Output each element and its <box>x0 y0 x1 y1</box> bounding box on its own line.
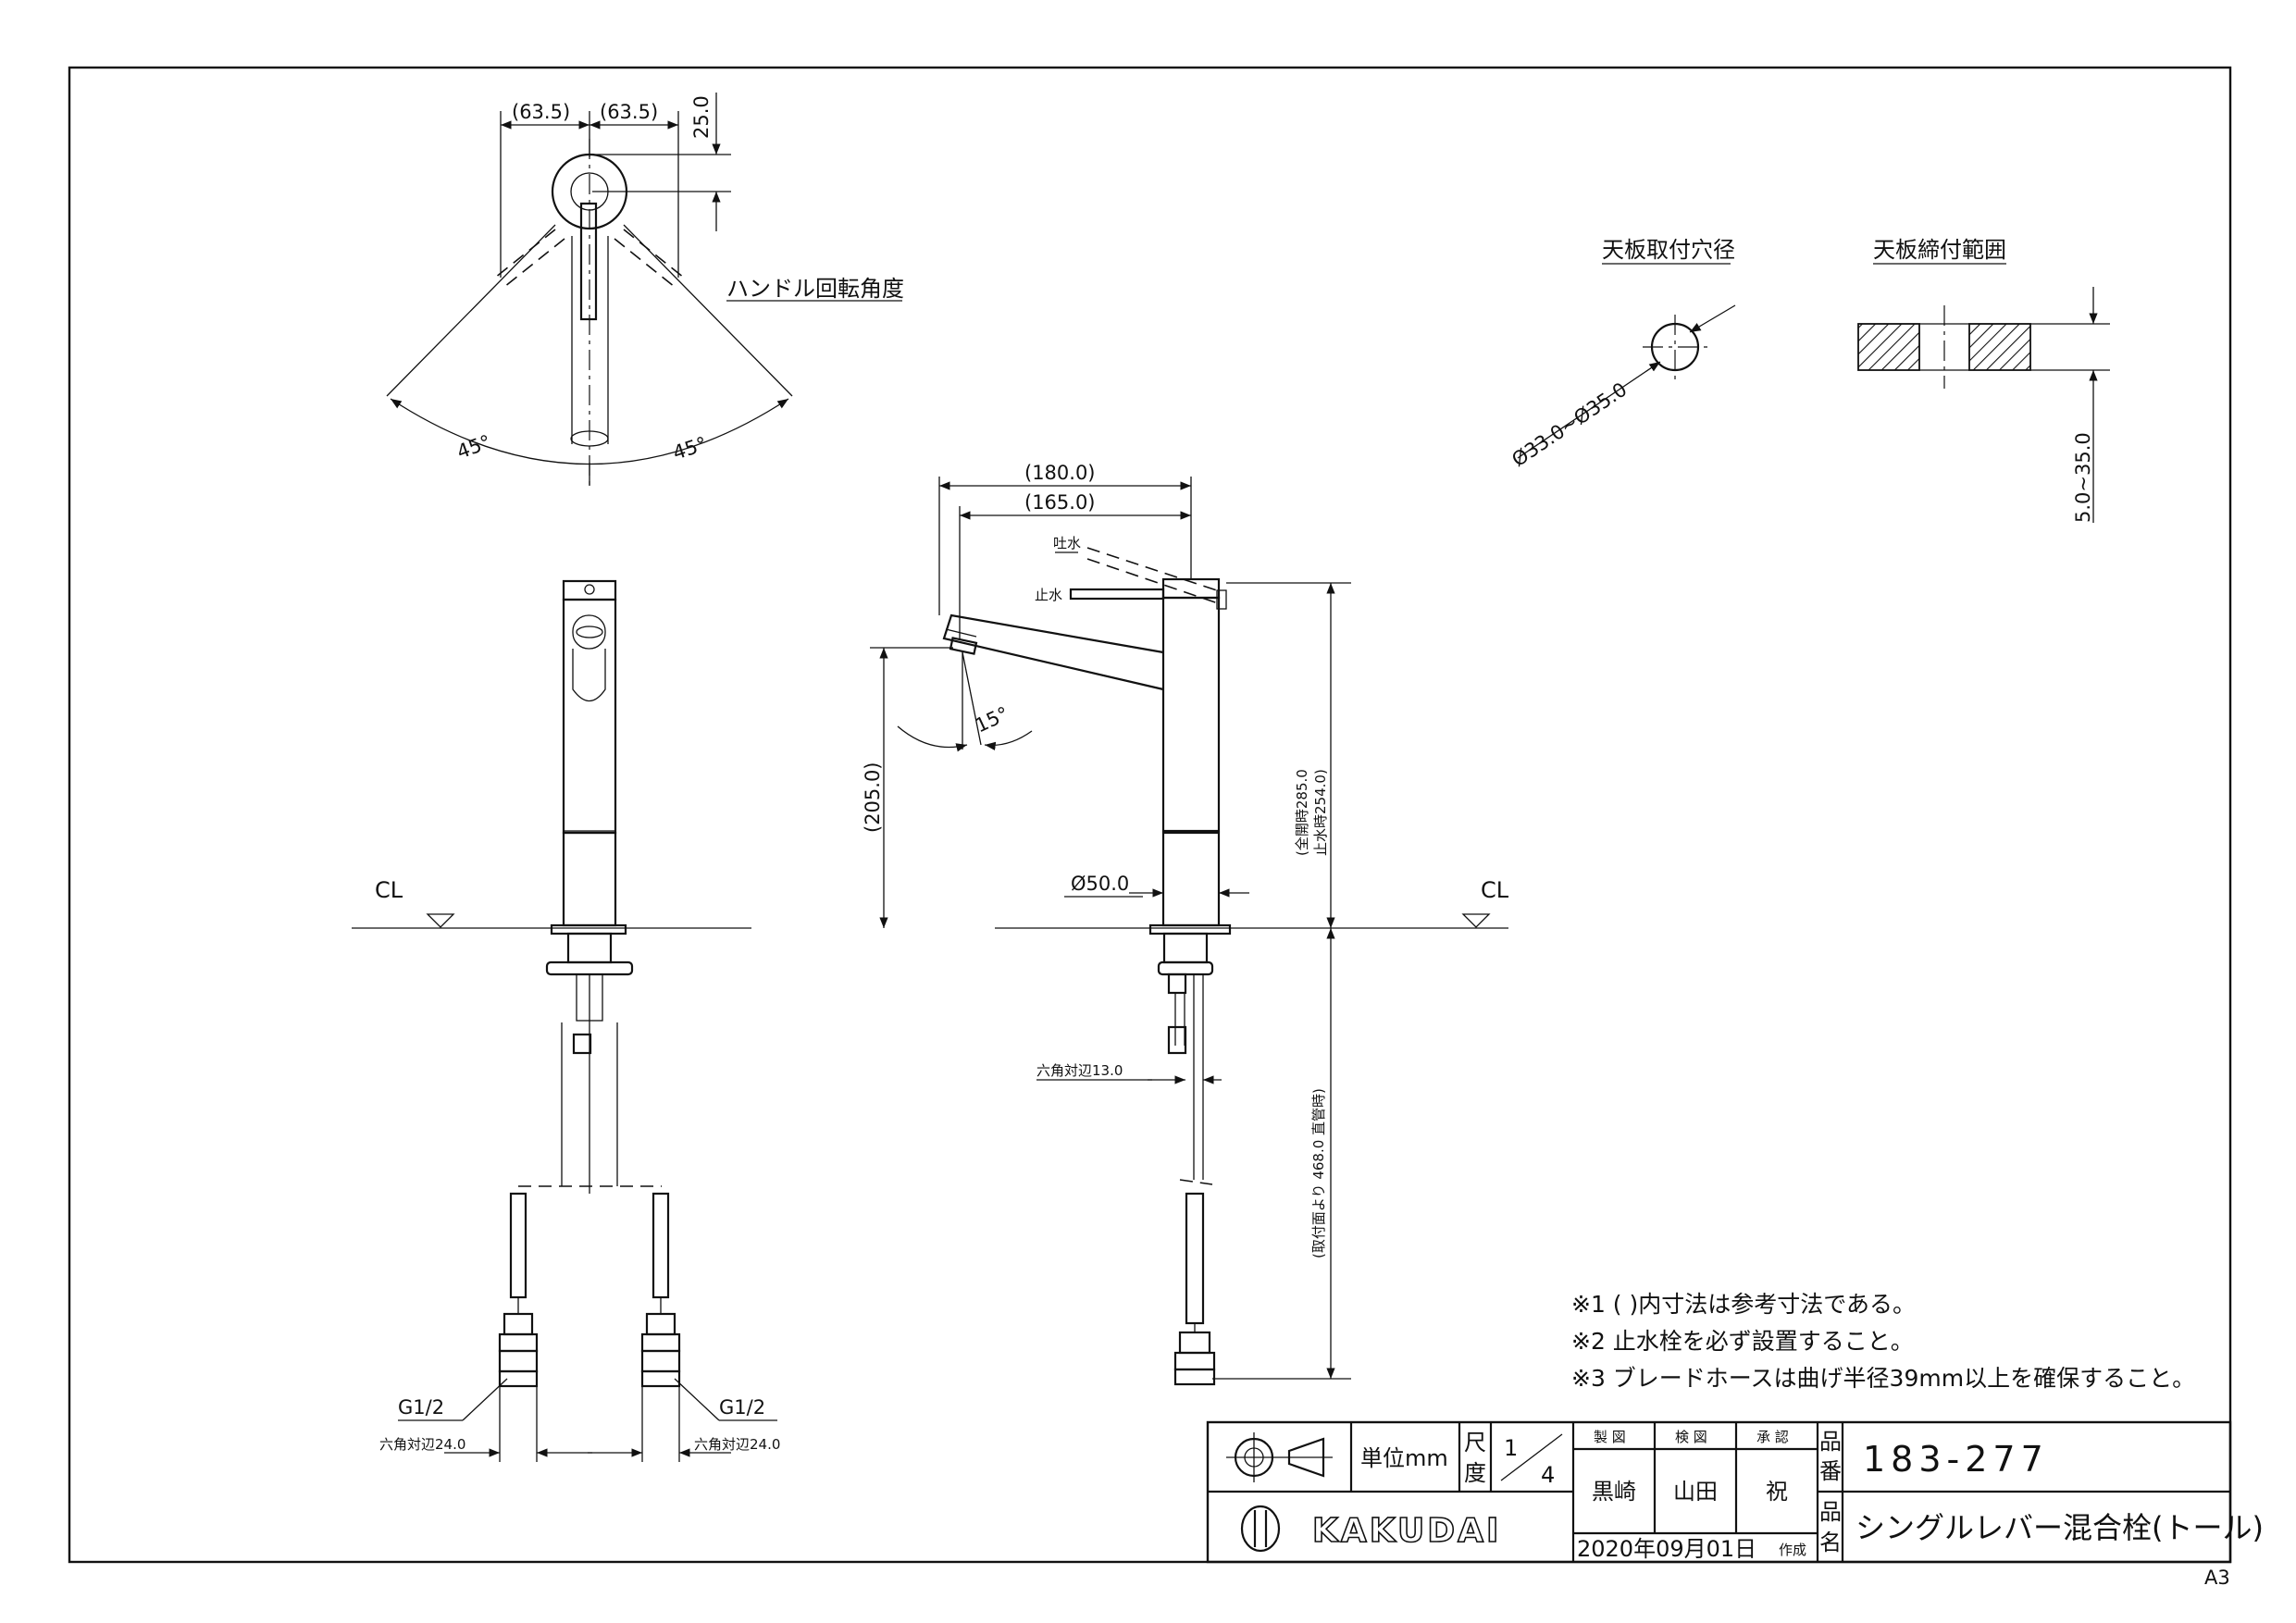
top-view: (63.5) (63.5) 25.0 ハンドル回転角度 45° 45° <box>386 93 904 486</box>
product-label-a: 品 <box>1819 1499 1842 1525</box>
title-block: 単位mm 尺 度 1 4 製 図 検 図 承 認 黒崎 山田 祝 2020年09… <box>1206 1420 2264 1564</box>
spout-angle-label: 15° <box>972 702 1012 737</box>
scale-num: 1 <box>1504 1435 1518 1461</box>
name-approved: 祝 <box>1766 1479 1788 1505</box>
note-1: ※1 ( )内寸法は参考寸法である。 <box>1571 1291 1916 1318</box>
col-drawn: 製 図 <box>1594 1429 1626 1445</box>
note-2: ※2 止水栓を必ず設置すること。 <box>1571 1328 1914 1355</box>
front-view: G1/2 G1/2 六角対辺24.0 六角対辺24.0 CL <box>352 579 780 1462</box>
top-dim-right: (63.5) <box>600 101 658 123</box>
dim-body-diameter: Ø50.0 <box>1071 873 1129 895</box>
col-approved: 承 認 <box>1756 1429 1789 1445</box>
drawing-frame <box>68 66 2232 1564</box>
hole-title: 天板取付穴径 <box>1602 237 1735 263</box>
name-checked: 山田 <box>1673 1479 1718 1505</box>
note-3: ※3 ブレードホースは曲げ半径39mm以上を確保すること。 <box>1571 1365 2195 1392</box>
hex-left: 六角対辺24.0 <box>379 1436 465 1453</box>
rotation-angle-label: ハンドル回転角度 <box>726 276 904 302</box>
company-name: KAKUDAI <box>1312 1512 1501 1550</box>
col-checked: 検 図 <box>1675 1429 1707 1445</box>
dim-height-full: (全開時285.0 <box>1294 769 1310 856</box>
scale-den: 4 <box>1541 1462 1555 1488</box>
dim-hex-13: 六角対辺13.0 <box>1036 1062 1123 1079</box>
clamp-title: 天板締付範囲 <box>1873 237 2006 263</box>
product-name: シングルレバー混合栓(トール) <box>1855 1510 2264 1545</box>
top-dim-left: (63.5) <box>512 101 570 123</box>
part-no: 183-277 <box>1863 1439 2049 1480</box>
cl-label-front: CL <box>375 877 403 903</box>
clamp-detail: 天板締付範囲 5.0~35.0 <box>1857 237 2110 523</box>
scale-label-a: 尺 <box>1464 1430 1486 1456</box>
dim-total-reach: (180.0) <box>1024 462 1096 484</box>
label-stop: 止水 <box>1035 587 1062 603</box>
notes: ※1 ( )内寸法は参考寸法である。 ※2 止水栓を必ず設置すること。 ※3 ブ… <box>1571 1291 2195 1392</box>
thread-right: G1/2 <box>719 1396 765 1419</box>
hex-right: 六角対辺24.0 <box>694 1436 780 1453</box>
created-label: 作成 <box>1779 1542 1806 1558</box>
top-dim-offset: 25.0 <box>690 95 713 139</box>
dim-spout-height: (205.0) <box>862 762 884 833</box>
hole-detail: 天板取付穴径 Ø33.0~Ø35.0 <box>1508 237 1736 472</box>
hose-nut-left <box>498 1312 539 1388</box>
clamp-dim: 5.0~35.0 <box>2072 432 2094 523</box>
projection-symbol-icon <box>1226 1432 1333 1482</box>
sheet-size-label: A3 <box>2204 1567 2230 1589</box>
thread-left: G1/2 <box>398 1396 444 1419</box>
angle-left-label: 45° <box>454 430 494 463</box>
part-no-label-a: 品 <box>1819 1429 1842 1455</box>
hose-nut-right <box>640 1312 681 1388</box>
cl-label-side: CL <box>1481 877 1509 903</box>
product-label-b: 名 <box>1819 1530 1842 1555</box>
kakudai-logo: KAKUDAI <box>1240 1505 1501 1553</box>
dim-height-stop: 止水時254.0) <box>1312 769 1329 856</box>
side-view: 吐水 止水 15° (180.0) (165.0) (205.0) CL (全開… <box>862 462 1509 1386</box>
hole-dim: Ø33.0~Ø35.0 <box>1508 378 1631 472</box>
scale-label-b: 度 <box>1464 1460 1486 1486</box>
dim-spout-reach: (165.0) <box>1024 491 1096 514</box>
label-discharge: 吐水 <box>1053 535 1081 551</box>
dim-hose-length: (取付面より 468.0 直管時) <box>1310 1088 1327 1258</box>
unit-label: 単位mm <box>1360 1445 1448 1471</box>
date: 2020年09月01日 <box>1577 1536 1756 1562</box>
part-no-label-b: 番 <box>1819 1458 1842 1484</box>
angle-right-label: 45° <box>670 432 710 464</box>
name-drawn: 黒崎 <box>1592 1479 1636 1505</box>
